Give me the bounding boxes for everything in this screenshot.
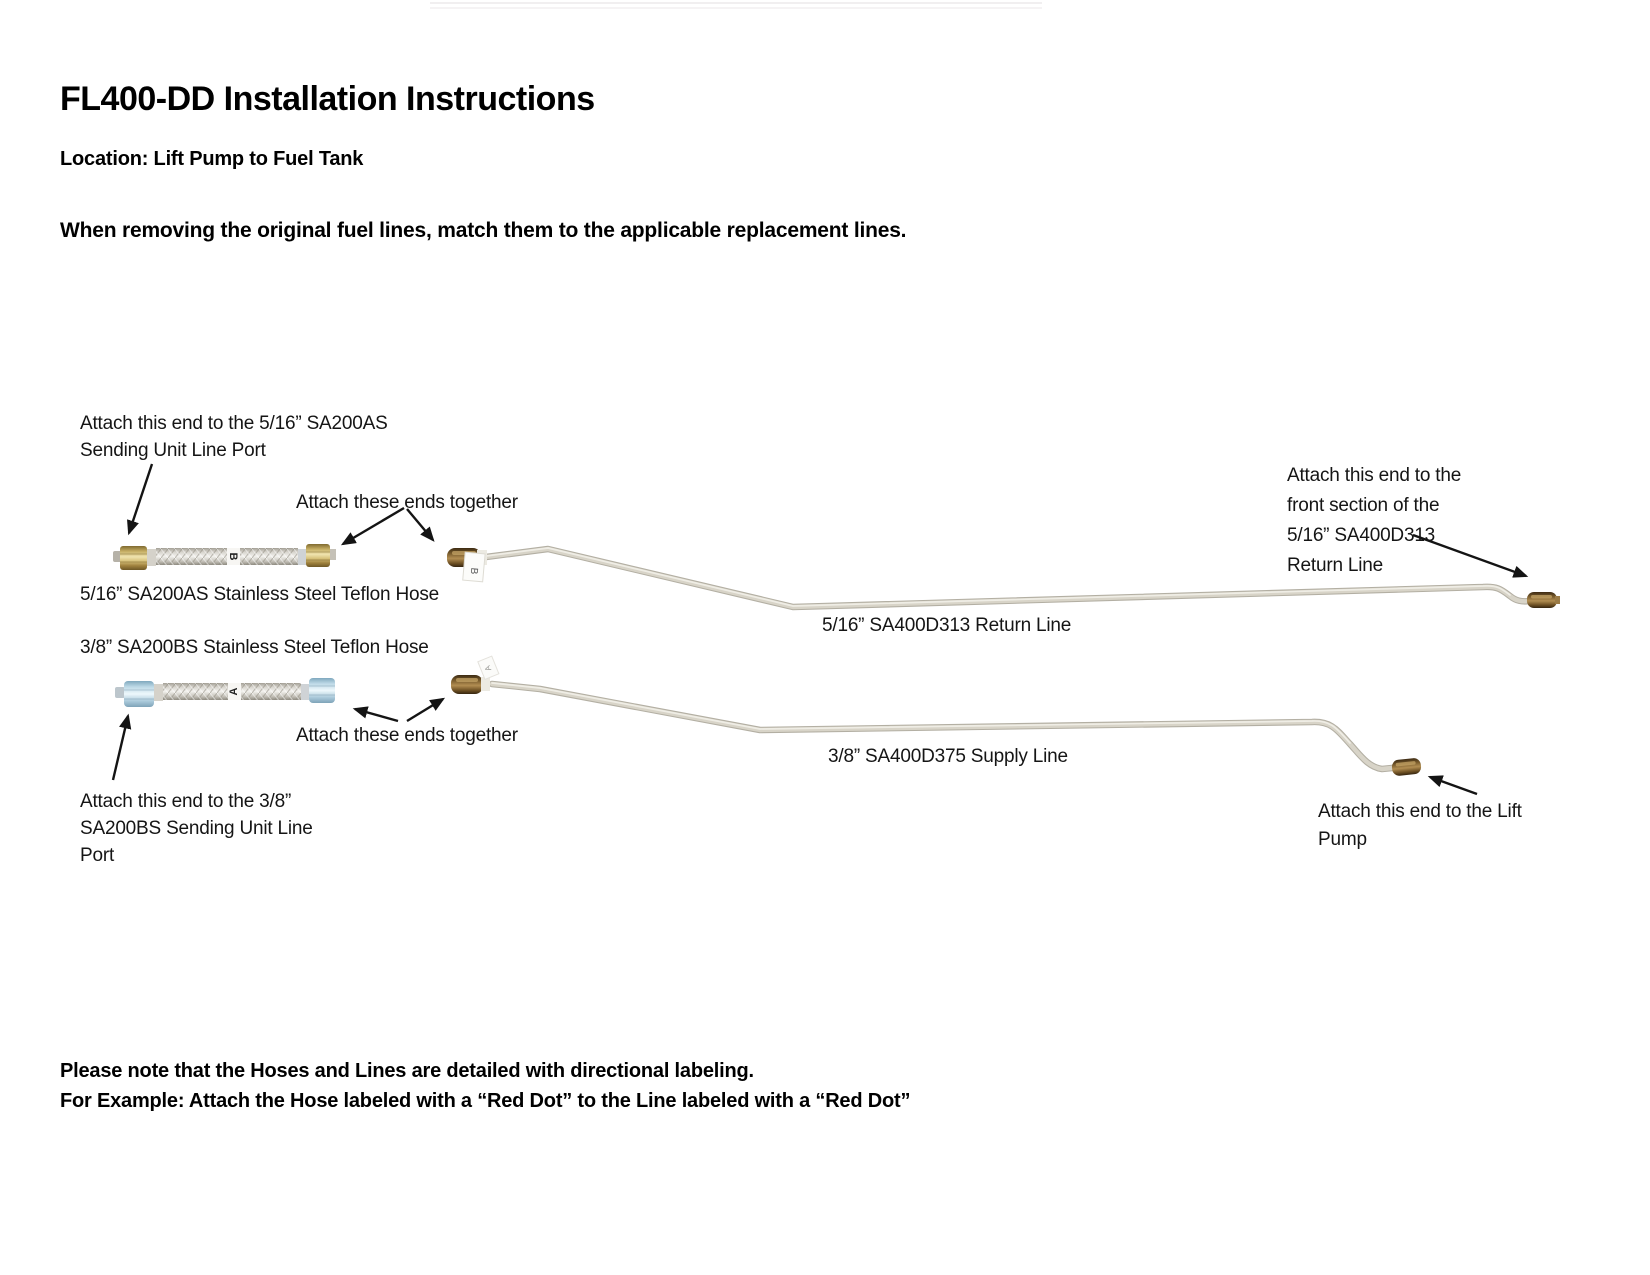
hose-516-left-collar bbox=[147, 549, 156, 566]
label-return-line: 5/16” SA400D313 Return Line bbox=[822, 615, 1072, 636]
scan-artifact-line-1 bbox=[430, 2, 1042, 4]
page-title: FL400-DD Installation Instructions bbox=[60, 80, 595, 118]
hose-516-right-fitting bbox=[306, 544, 330, 567]
hose-38-left-fitting bbox=[124, 681, 154, 707]
hose-38-left-collar bbox=[154, 684, 163, 701]
hose-38-label-band bbox=[228, 683, 241, 700]
label-line: Return Line bbox=[1287, 555, 1384, 576]
return-line-right-tip bbox=[1555, 596, 1560, 604]
arrow-to-hose516-left-end bbox=[127, 463, 154, 536]
supply-line-tag: A bbox=[477, 655, 500, 680]
note-line-2: For Example: Attach the Hose labeled wit… bbox=[60, 1090, 911, 1112]
hose-516-right-collar bbox=[298, 549, 306, 565]
hose-516-right-fitting-facets bbox=[306, 551, 330, 561]
hose-516-band-letter: B bbox=[227, 553, 239, 561]
hose-516-left-fitting-facets bbox=[120, 553, 147, 563]
hose-38-right-collar bbox=[301, 684, 309, 700]
supply-line-right-fitting-group bbox=[1391, 758, 1422, 776]
supply-line-right-fitting bbox=[1391, 758, 1422, 776]
hose-38-sa200bs: A bbox=[115, 678, 335, 707]
arrow-to-return-line-right-end bbox=[1412, 533, 1529, 578]
return-line-tag-letter: B bbox=[468, 567, 480, 575]
label-attach-ends-bottom: Attach these ends together bbox=[296, 725, 518, 746]
arrow-to-supply-line-right-end bbox=[1427, 775, 1478, 796]
label-line: Sending Unit Line Port bbox=[80, 440, 266, 461]
hose-516-left-tip bbox=[113, 551, 122, 562]
label-attach-lift-pump: Attach this end to the Lift Pump bbox=[1318, 798, 1522, 854]
label-supply-line: 3/8” SA400D375 Supply Line bbox=[828, 746, 1068, 767]
label-line: Attach this end to the 5/16” SA200AS bbox=[80, 413, 388, 434]
hose-38-left-fitting-facets bbox=[124, 689, 154, 700]
arrow-to-return-line-left-end bbox=[406, 508, 435, 542]
arrow-to-hose38-left-end bbox=[111, 713, 132, 781]
label-attach-ends-top: Attach these ends together bbox=[296, 492, 518, 513]
label-line: Pump bbox=[1318, 829, 1367, 850]
scan-artifact-line-2 bbox=[430, 7, 1042, 9]
label-line: SA200BS Sending Unit Line bbox=[80, 818, 313, 839]
label-line: front section of the bbox=[1287, 495, 1440, 516]
location-subtitle: Location: Lift Pump to Fuel Tank bbox=[60, 148, 364, 170]
arrow-to-hose516-right-end bbox=[340, 506, 405, 546]
label-attach-sending-unit-38: Attach this end to the 3/8” SA200BS Send… bbox=[80, 788, 313, 869]
return-line-tag: B bbox=[462, 551, 486, 583]
supply-line-right-fitting-shine bbox=[1395, 761, 1416, 767]
supply-line-tag-letter: A bbox=[483, 664, 494, 673]
return-line-assembly: B bbox=[447, 545, 1560, 611]
label-line: Attach this end to the 3/8” bbox=[80, 791, 292, 812]
supply-line-tube-mid bbox=[489, 681, 1395, 772]
hose-516-left-fitting bbox=[120, 546, 147, 570]
return-line-right-fitting-shine bbox=[1531, 595, 1552, 599]
hose-516-sa200as: B bbox=[113, 544, 336, 570]
hose-516-right-tip bbox=[330, 549, 336, 560]
hose-38-right-fitting bbox=[309, 678, 335, 703]
note-line-1: Please note that the Hoses and Lines are… bbox=[60, 1060, 754, 1082]
supply-line-collar bbox=[481, 677, 490, 691]
hose-516-label-band bbox=[227, 548, 240, 565]
supply-line-left-fitting-shine bbox=[456, 678, 478, 682]
hose-38-right-fitting-facets bbox=[309, 685, 335, 696]
supply-line-assembly: A bbox=[451, 655, 1422, 776]
instruction-text: When removing the original fuel lines, m… bbox=[60, 219, 907, 242]
label-line: Attach this end to the bbox=[1287, 465, 1462, 486]
label-line: Port bbox=[80, 845, 115, 866]
label-line: Attach this end to the Lift bbox=[1318, 801, 1522, 822]
footer-note: Please note that the Hoses and Lines are… bbox=[60, 1056, 910, 1116]
annotation-arrows bbox=[111, 463, 1529, 796]
arrow-to-supply-line-left-end bbox=[406, 697, 446, 723]
label-hose-38: 3/8” SA200BS Stainless Steel Teflon Hose bbox=[80, 637, 429, 658]
return-line-tube-highlight bbox=[485, 547, 1511, 607]
return-line-right-fitting bbox=[1527, 592, 1557, 608]
supply-line-tube-highlight bbox=[491, 682, 1351, 744]
supply-line-left-fitting bbox=[451, 675, 483, 694]
label-line: 5/16” SA400D313 bbox=[1287, 525, 1436, 546]
label-attach-sending-unit-516: Attach this end to the 5/16” SA200AS Sen… bbox=[80, 410, 388, 464]
hose-38-band-letter: A bbox=[228, 687, 240, 695]
label-hose-516: 5/16” SA200AS Stainless Steel Teflon Hos… bbox=[80, 584, 440, 605]
hose-38-left-tip bbox=[115, 687, 125, 698]
arrow-to-hose38-right-end bbox=[352, 706, 399, 723]
label-attach-front-return: Attach this end to the front section of … bbox=[1287, 461, 1461, 581]
